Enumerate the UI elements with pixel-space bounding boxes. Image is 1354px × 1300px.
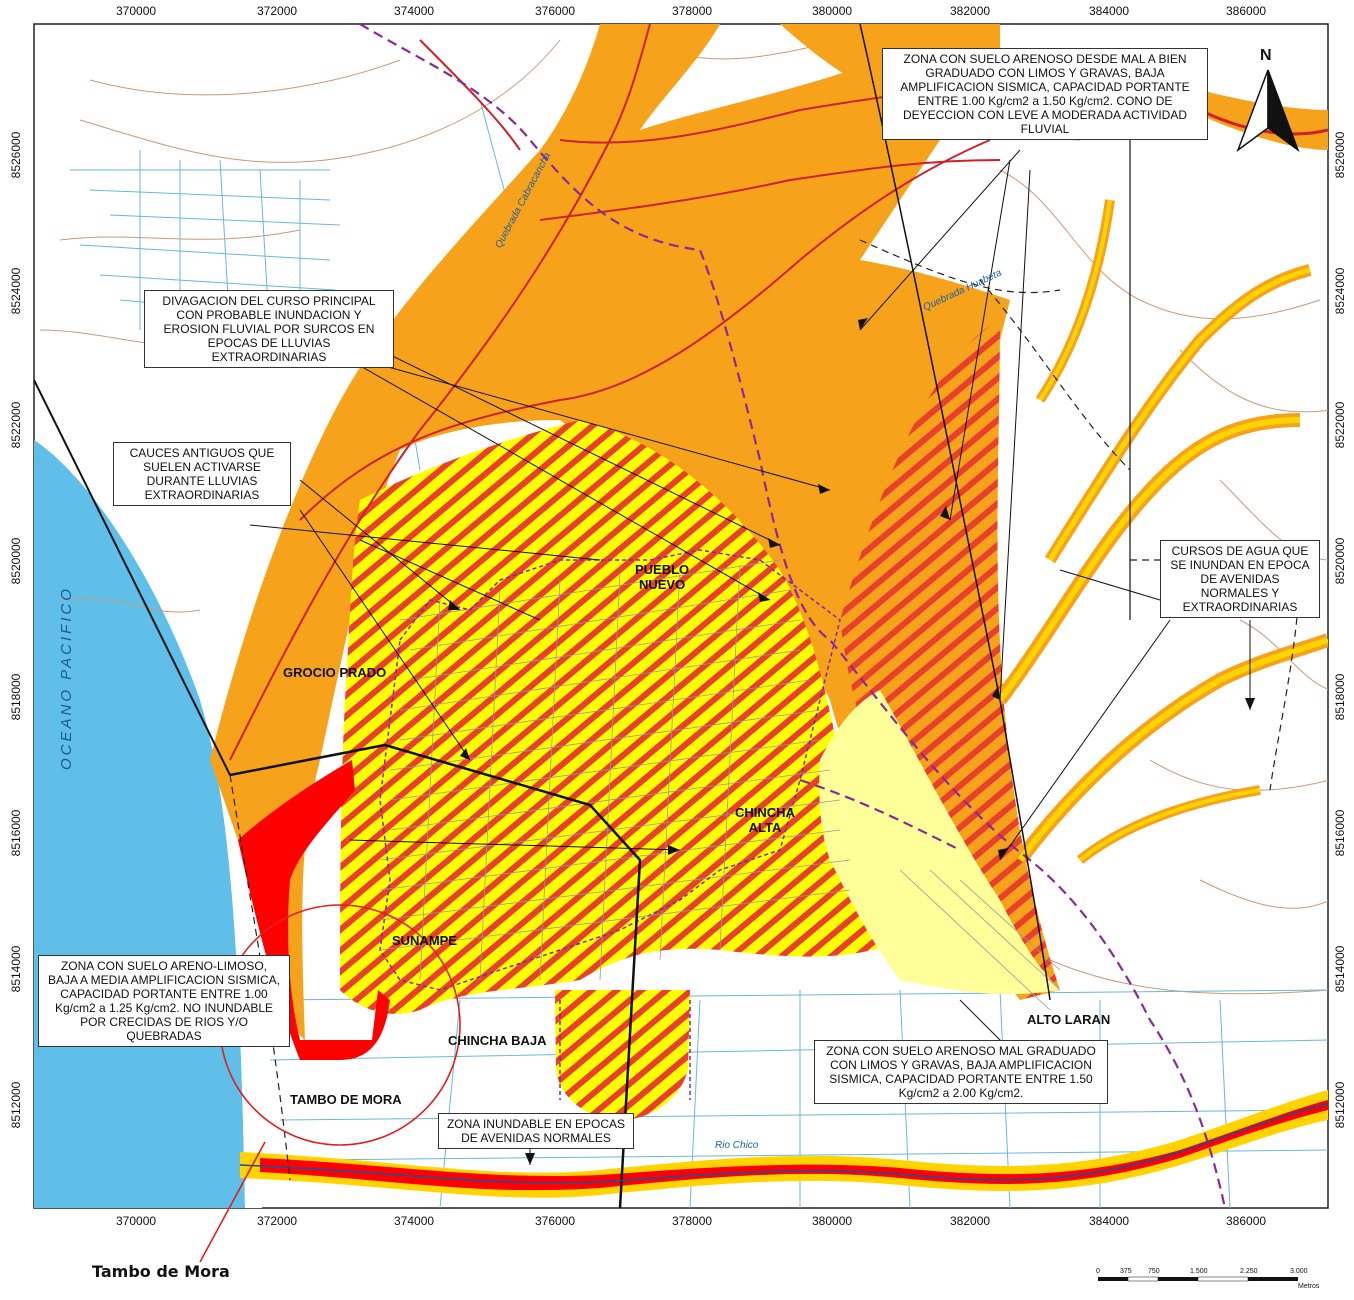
x-tick-bottom: 382000	[950, 1214, 991, 1228]
y-tick-right: 8520000	[1333, 537, 1347, 585]
place-chincha-alta: CHINCHA ALTA	[735, 805, 795, 835]
place-alto-laran: ALTO LARAN	[1027, 1012, 1111, 1027]
district-boundaries	[359, 24, 1227, 1208]
river-label-rio-chico: Rio Chico	[715, 1140, 759, 1151]
yellow-hatched-zone	[340, 420, 900, 1014]
hatched-orange-band	[840, 320, 1060, 1000]
y-tick-left: 8516000	[9, 809, 23, 857]
y-tick-right: 8526000	[1333, 131, 1347, 179]
scale-label: 2.250	[1240, 1268, 1258, 1275]
place-pueblo-nuevo: PUEBLO NUEVO	[635, 562, 690, 592]
urban-grid	[379, 559, 1061, 1011]
x-tick-top: 378000	[672, 4, 713, 18]
scale-label: 0	[1096, 1268, 1100, 1275]
x-tick-bottom: 376000	[535, 1214, 576, 1228]
callout-divagacion: DIVAGACION DEL CURSO PRINCIPAL CON PROBA…	[144, 290, 394, 368]
rio-chico-line	[239, 1103, 1328, 1184]
callout-zona-arenoso-mal: ZONA CON SUELO ARENOSO MAL GRADUADO CON …	[814, 1040, 1108, 1104]
place-grocio-prado: GROCIO PRADO	[283, 665, 387, 680]
y-tick-left: 8518000	[9, 673, 23, 721]
x-tick-top: 380000	[812, 4, 853, 18]
callout-zona-inundable: ZONA INUNDABLE EN EPOCAS DE AVENIDAS NOR…	[438, 1113, 634, 1149]
y-tick-right: 8512000	[1333, 1081, 1347, 1129]
river-yellow-band	[240, 1090, 1328, 1198]
x-tick-bottom: 378000	[672, 1214, 713, 1228]
x-tick-bottom: 386000	[1226, 1214, 1267, 1228]
yellow-tongue	[555, 990, 690, 1120]
x-tick-top: 376000	[535, 4, 576, 18]
y-tick-left: 8526000	[9, 131, 23, 179]
highlight-leader	[199, 1141, 266, 1263]
x-tick-top: 384000	[1089, 4, 1130, 18]
north-label: N	[1260, 47, 1272, 64]
highlight-label: Tambo de Mora	[92, 1262, 230, 1281]
callout-cauces: CAUCES ANTIGUOS QUE SUELEN ACTIVARSE DUR…	[113, 442, 291, 506]
y-tick-right: 8518000	[1333, 673, 1347, 721]
scale-label: 750	[1148, 1268, 1160, 1275]
y-tick-left: 8524000	[9, 267, 23, 315]
river-red-band	[260, 1100, 1328, 1191]
leader-lines	[249, 149, 1251, 1165]
x-tick-bottom: 374000	[394, 1214, 435, 1228]
main-roads	[34, 24, 1131, 1208]
x-tick-top: 382000	[950, 4, 991, 18]
yellow-red-streams	[994, 108, 1328, 865]
y-tick-left: 8512000	[9, 1081, 23, 1129]
y-tick-left: 8520000	[9, 537, 23, 585]
y-tick-right: 8516000	[1333, 809, 1347, 857]
orange-zone	[210, 24, 1010, 1040]
place-sunampe: SUNAMPE	[392, 933, 458, 948]
scale-label: 375	[1120, 1268, 1132, 1275]
place-tambo-de-mora: TAMBO DE MORA	[290, 1092, 402, 1107]
y-tick-left: 8514000	[9, 945, 23, 993]
callout-cursos: CURSOS DE AGUA QUE SE INUNDAN EN EPOCA D…	[1160, 540, 1320, 618]
x-tick-top: 372000	[257, 4, 298, 18]
scale-label: 3.000	[1290, 1268, 1308, 1275]
ocean-label: OCEANO PACIFICO	[58, 586, 75, 770]
x-tick-top: 374000	[394, 4, 435, 18]
y-tick-right: 8524000	[1333, 267, 1347, 315]
y-tick-right: 8522000	[1333, 401, 1347, 449]
y-tick-left: 8522000	[9, 401, 23, 449]
x-tick-top: 386000	[1226, 4, 1267, 18]
leader-arrowheads	[448, 318, 1255, 1165]
scale-unit: Metros	[1298, 1283, 1320, 1290]
beach-strip	[200, 700, 262, 1208]
north-arrow-icon	[1236, 69, 1300, 153]
scale-label: 1.500	[1190, 1268, 1208, 1275]
scale-bar	[1098, 1276, 1298, 1282]
callout-zona-areno-limoso: ZONA CON SUELO ARENO-LIMOSO, BAJA A MEDI…	[38, 955, 290, 1047]
x-tick-bottom: 370000	[116, 1214, 157, 1228]
pale-yellow-zone	[819, 690, 1060, 995]
x-tick-bottom: 372000	[257, 1214, 298, 1228]
y-tick-right: 8514000	[1333, 945, 1347, 993]
callout-zona-arenoso-top: ZONA CON SUELO ARENOSO DESDE MAL A BIEN …	[882, 48, 1208, 140]
place-chincha-baja: CHINCHA BAJA	[448, 1033, 547, 1048]
x-tick-bottom: 380000	[812, 1214, 853, 1228]
x-tick-bottom: 384000	[1089, 1214, 1130, 1228]
urban-boundaries	[379, 549, 841, 1100]
x-tick-top: 370000	[116, 4, 157, 18]
